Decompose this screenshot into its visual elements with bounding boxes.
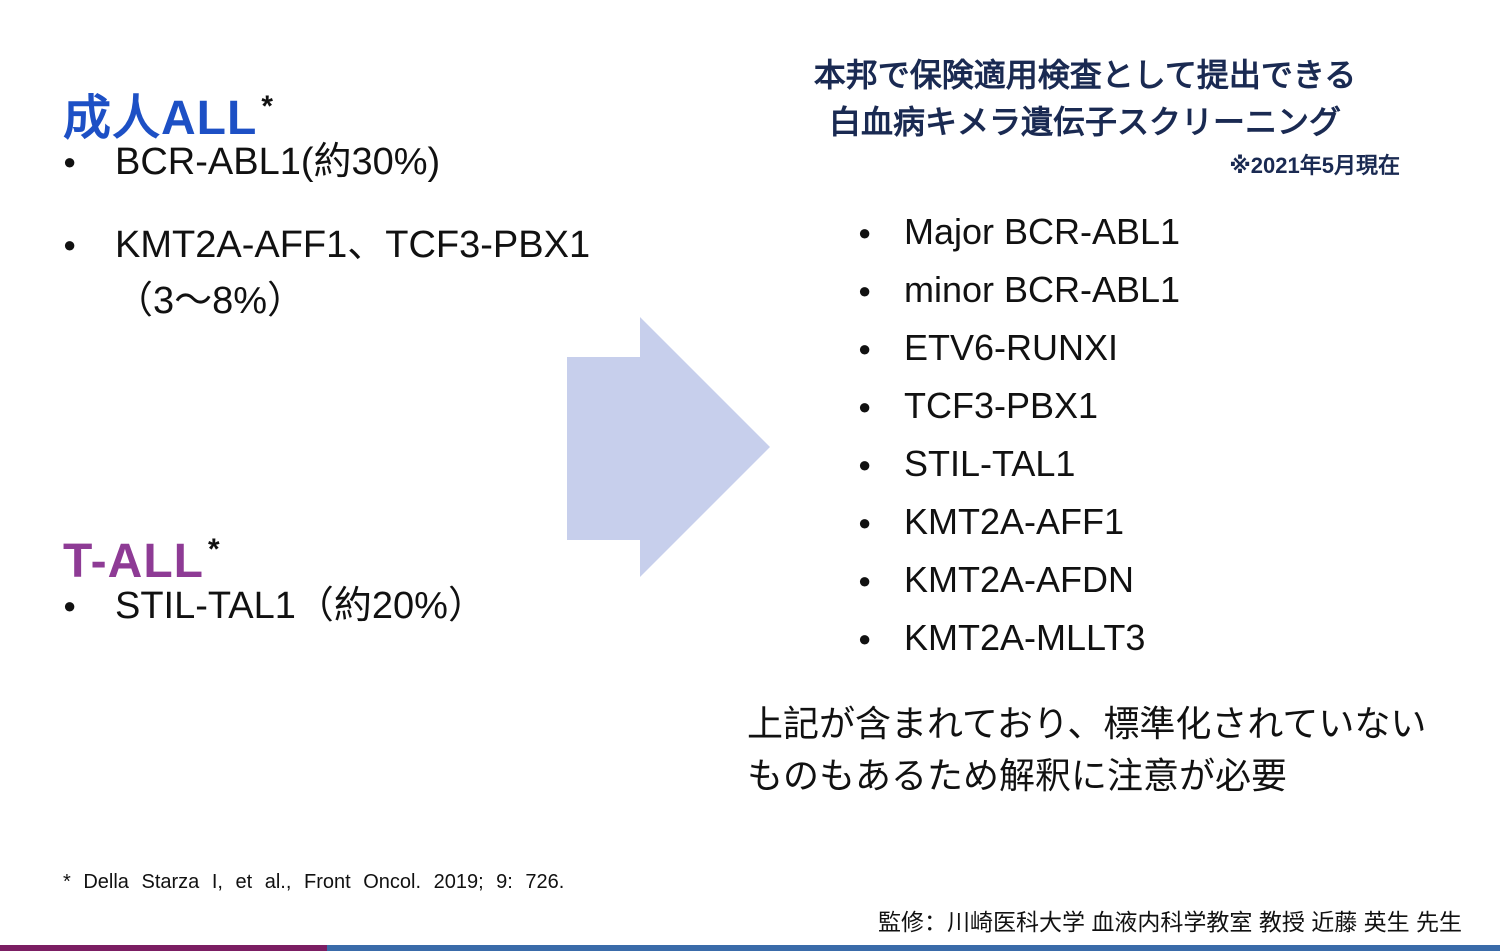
reference-footnote: * Della Starza I, et al., Front Oncol. 2…	[63, 871, 565, 893]
list-item: ● minor BCR-ABL1	[858, 261, 1180, 319]
list-item-text: BCR-ABL1(約30%)	[115, 141, 441, 183]
list-item-text-line2: （3～8%）	[115, 280, 306, 322]
bullet-icon: ●	[63, 593, 77, 618]
arrow-right-icon	[567, 317, 770, 577]
gene-name: TCF3-PBX1	[904, 385, 1099, 426]
list-item: ● TCF3-PBX1	[858, 377, 1180, 435]
date-note: ※2021年5月現在	[1229, 153, 1400, 178]
adult-all-bullet-list: ● BCR-ABL1(約30%) ● KMT2A-AFF1、TCF3-PBX1 …	[63, 134, 590, 356]
gene-name: minor BCR-ABL1	[904, 269, 1181, 310]
gene-name: KMT2A-MLLT3	[904, 617, 1146, 658]
caution-line1: 上記が含まれており、標準化されていない	[747, 703, 1427, 744]
bullet-icon: ●	[858, 626, 872, 651]
t-all-heading: T-ALL*	[63, 535, 221, 586]
right-panel-title-line2: 白血病キメラ遺伝子スクリーニング	[828, 104, 1341, 140]
list-item: ● KMT2A-AFF1、TCF3-PBX1 （3～8%）	[63, 217, 590, 329]
gene-list: ● Major BCR-ABL1 ● minor BCR-ABL1 ● ETV6-RU…	[858, 203, 1180, 667]
gene-name: KMT2A-AFF1	[904, 501, 1125, 542]
bullet-icon: ●	[858, 452, 872, 477]
adult-all-heading: 成人ALL*	[63, 92, 274, 143]
caution-paragraph: 上記が含まれており、標準化されていない ものもあるため解釈に注意が必要	[747, 698, 1426, 802]
list-item: ● BCR-ABL1(約30%)	[63, 134, 590, 190]
bullet-icon: ●	[858, 336, 872, 361]
list-item: ● ETV6-RUNXI	[858, 319, 1180, 377]
bullet-icon: ●	[858, 278, 872, 303]
list-item: ● STIL-TAL1（約20%）	[63, 578, 486, 634]
bullet-icon: ●	[858, 220, 872, 245]
bullet-icon: ●	[858, 510, 872, 535]
caution-line2: ものもあるため解釈に注意が必要	[747, 755, 1288, 796]
gene-name: Major BCR-ABL1	[904, 211, 1181, 252]
footer-bar-purple	[0, 945, 327, 951]
asterisk-footnote-marker: *	[261, 90, 274, 124]
footer-bar-blue	[327, 945, 1500, 951]
bullet-icon: ●	[63, 149, 77, 174]
right-panel-title: 本邦で保険適用検査として提出できる 白血病キメラ遺伝子スクリーニング	[740, 52, 1430, 146]
supervisor-credit: 監修：川崎医科大学 血液内科学教室 教授 近藤 英生 先生	[878, 909, 1462, 935]
list-item-text: STIL-TAL1（約20%）	[115, 585, 486, 627]
list-item: ● KMT2A-AFDN	[858, 551, 1180, 609]
t-all-bullet-list: ● STIL-TAL1（約20%）	[63, 578, 486, 634]
list-item: ● STIL-TAL1	[858, 435, 1180, 493]
gene-name: KMT2A-AFDN	[904, 559, 1135, 600]
list-item: ● KMT2A-AFF1	[858, 493, 1180, 551]
bullet-icon: ●	[858, 394, 872, 419]
list-item: ● Major BCR-ABL1	[858, 203, 1180, 261]
gene-name: ETV6-RUNXI	[904, 327, 1119, 368]
list-item: ● KMT2A-MLLT3	[858, 609, 1180, 667]
bullet-icon: ●	[858, 568, 872, 593]
adult-all-heading-label: 成人ALL	[63, 92, 258, 146]
gene-name: STIL-TAL1	[904, 443, 1076, 484]
asterisk-footnote-marker: *	[207, 533, 221, 567]
t-all-heading-label: T-ALL	[63, 535, 204, 589]
list-item-text-line1: KMT2A-AFF1、TCF3-PBX1	[115, 224, 591, 266]
bullet-icon: ●	[63, 232, 77, 257]
right-panel-title-line1: 本邦で保険適用検査として提出できる	[813, 57, 1357, 93]
